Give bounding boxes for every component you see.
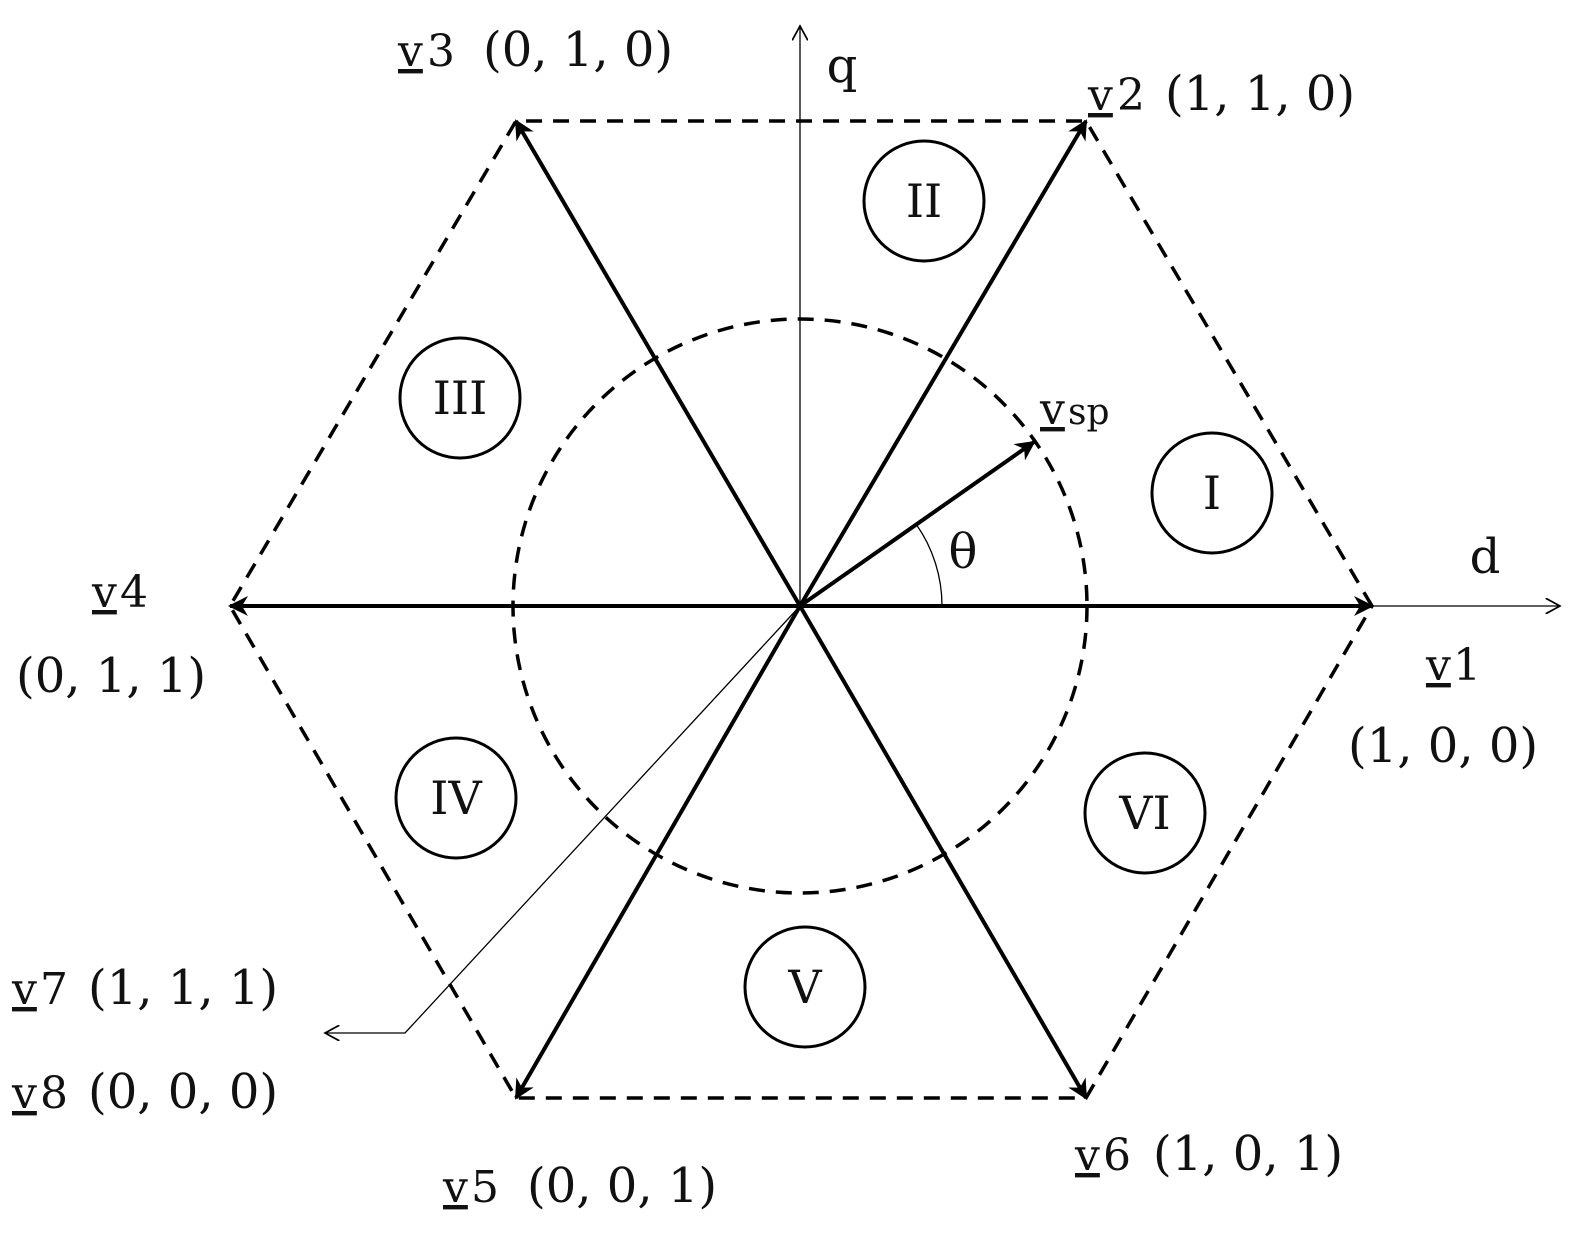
sector-VI: VI — [1083, 751, 1207, 875]
vector-v8-state: (0, 0, 0) — [88, 1064, 278, 1120]
theta-arc — [915, 523, 943, 607]
vector-v1-symbol: v — [1425, 640, 1451, 691]
sector-V-label: V — [787, 960, 822, 1014]
vector-v6-symbol: v — [1074, 1130, 1100, 1181]
vector-v6-state: (1, 0, 1) — [1153, 1126, 1343, 1182]
vector-v2-state: (1, 1, 0) — [1165, 66, 1355, 122]
sector-IV: IV — [394, 736, 518, 860]
vector-vsp-symbol: v — [1039, 384, 1065, 435]
theta-label: θ — [949, 524, 978, 580]
sector-III: III — [398, 336, 522, 460]
vector-vsp-subscript: sp — [1068, 392, 1110, 433]
vector-v7-state: (1, 1, 1) — [88, 960, 278, 1016]
vector-v5-state: (0, 0, 1) — [527, 1158, 717, 1214]
vector-v5-arrow — [514, 605, 802, 1100]
vector-v6-index: 6 — [1103, 1130, 1131, 1181]
vector-v2-arrow — [798, 119, 1088, 608]
sector-VI-label: VI — [1118, 786, 1170, 840]
vector-v3-state: (0, 1, 0) — [483, 22, 673, 78]
vector-v4-index: 4 — [120, 567, 148, 618]
vector-vsp-arrow — [798, 440, 1036, 608]
vector-v8-index: 8 — [40, 1068, 68, 1119]
sector-V: V — [743, 925, 867, 1049]
sector-IV-label: IV — [430, 771, 482, 825]
zero-vector-leader — [325, 605, 801, 1033]
vector-v4-symbol: v — [91, 567, 117, 618]
vector-v1-state: (1, 0, 0) — [1348, 718, 1538, 774]
q-axis-label: q — [827, 38, 858, 94]
vector-v7-index: 7 — [40, 964, 68, 1015]
vector-v8-symbol: v — [11, 1068, 37, 1119]
sector-III-label: III — [433, 371, 488, 425]
vector-v5-index: 5 — [471, 1162, 499, 1213]
vector-v3-index: 3 — [427, 26, 455, 77]
vector-v1-index: 1 — [1453, 640, 1481, 691]
d-axis-label: d — [1470, 529, 1501, 585]
sector-I-label: I — [1203, 466, 1221, 520]
vector-v6-arrow — [798, 604, 1088, 1100]
vector-v5-symbol: v — [442, 1162, 468, 1213]
sector-II: II — [862, 139, 986, 263]
vector-v3-symbol: v — [397, 26, 423, 77]
vector-v7-symbol: v — [11, 964, 37, 1015]
vector-v2-symbol: v — [1087, 70, 1113, 121]
vector-v2-index: 2 — [1117, 70, 1145, 121]
sector-I: I — [1150, 431, 1274, 555]
vector-v4-state: (0, 1, 1) — [16, 648, 206, 704]
sector-II-label: II — [906, 174, 942, 228]
vector-v3-arrow — [514, 119, 802, 608]
